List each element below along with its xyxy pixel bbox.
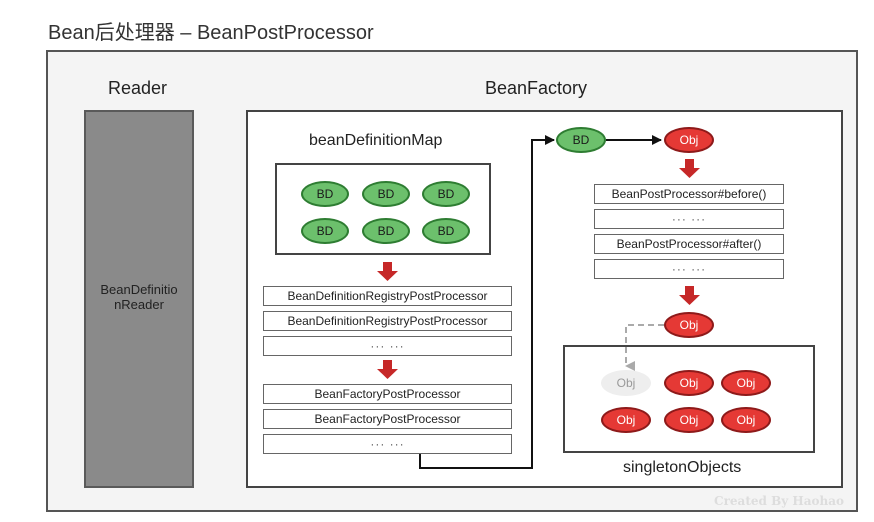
factory-post-processor-row: BeanFactoryPostProcessor (263, 384, 512, 404)
reader-label-line-1: BeanDefinitio nReader (100, 282, 178, 312)
bd-node: BD (362, 181, 410, 207)
registry-post-processor-row: BeanDefinitionRegistryPostProcessor (263, 286, 512, 306)
bean-definition-reader-box (84, 110, 194, 488)
bean-definition-map-label: beanDefinitionMap (309, 132, 443, 149)
bpp-before-row: BeanPostProcessor#before() (594, 184, 784, 204)
bd-node: BD (362, 218, 410, 244)
bpp-after-row: BeanPostProcessor#after() (594, 234, 784, 254)
bd-node: BD (301, 181, 349, 207)
page-title: Bean后处理器 – BeanPostProcessor (48, 22, 374, 44)
ellipsis-row: ··· ··· (594, 259, 784, 279)
ellipsis-row: ··· ··· (263, 434, 512, 454)
singleton-objects-box (563, 345, 815, 453)
flow-obj-node: Obj (664, 127, 714, 153)
flow-bd-node: BD (556, 127, 606, 153)
bean-definition-reader-label: BeanDefinitio nReader (84, 282, 194, 312)
reader-heading: Reader (108, 78, 168, 98)
processed-obj-node: Obj (664, 312, 714, 338)
factory-post-processor-row: BeanFactoryPostProcessor (263, 409, 512, 429)
placeholder-obj-node: Obj (601, 370, 651, 396)
singleton-obj-node: Obj (721, 407, 771, 433)
watermark: Created By Haohao (714, 494, 844, 508)
bd-node: BD (422, 218, 470, 244)
beanfactory-heading: BeanFactory (485, 78, 588, 98)
bd-node: BD (422, 181, 470, 207)
singleton-obj-node: Obj (601, 407, 651, 433)
singleton-obj-node: Obj (664, 407, 714, 433)
ellipsis-row: ··· ··· (263, 336, 512, 356)
ellipsis-row: ··· ··· (594, 209, 784, 229)
singleton-obj-node: Obj (664, 370, 714, 396)
singleton-objects-label: singletonObjects (623, 459, 742, 476)
registry-post-processor-row: BeanDefinitionRegistryPostProcessor (263, 311, 512, 331)
bd-node: BD (301, 218, 349, 244)
singleton-obj-node: Obj (721, 370, 771, 396)
